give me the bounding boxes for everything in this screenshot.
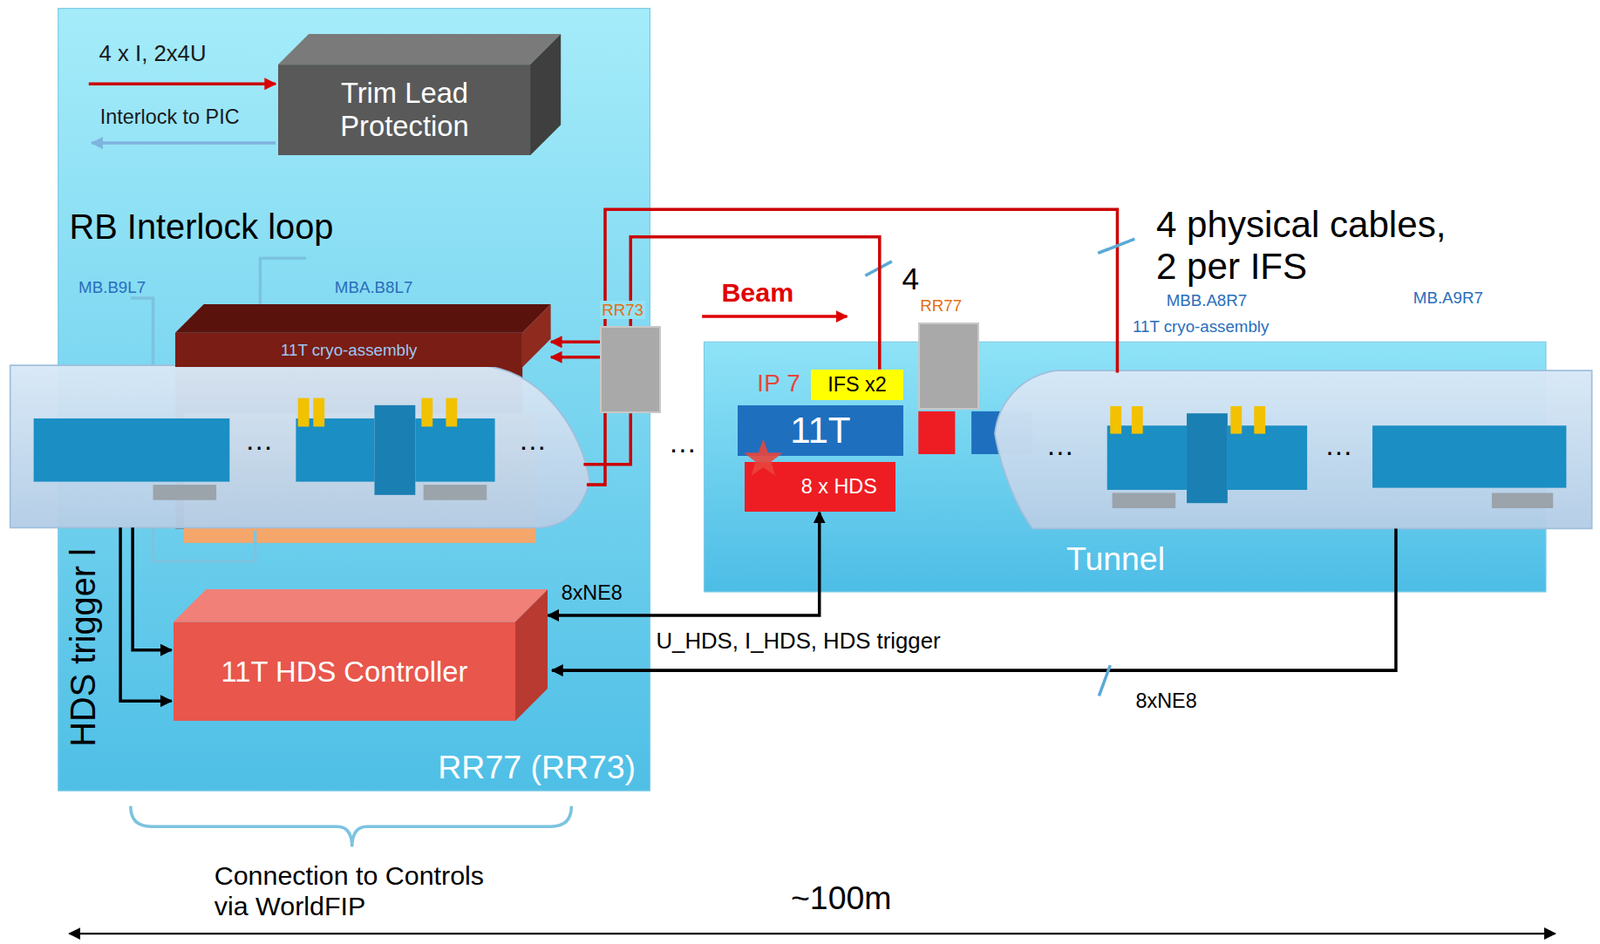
hds-box: 8 x HDS [744, 462, 896, 512]
side-face [531, 34, 562, 156]
magnet [34, 418, 231, 483]
bracket [130, 806, 572, 848]
bundle-tick [1098, 665, 1110, 696]
input-arrow [88, 81, 276, 86]
pad [1131, 406, 1144, 435]
dimension-line [69, 932, 1556, 935]
magnet [1227, 425, 1308, 491]
pad [313, 398, 325, 428]
interlock-loop-line [259, 258, 307, 307]
magnet [1372, 425, 1566, 488]
pad [298, 398, 310, 428]
support [1112, 492, 1177, 509]
magnet-interconnect [1186, 413, 1228, 504]
star-marker [743, 438, 783, 476]
annotation-label: Interlock to PIC [100, 105, 240, 130]
cryostat-shape [994, 370, 1593, 529]
annotation-label: Connection to Controls via WorldFIP [214, 860, 501, 922]
top-face [278, 34, 561, 65]
annotation-label: MBA.B8L7 [334, 278, 413, 298]
support [1491, 492, 1553, 509]
annotation-label: ~100m [790, 879, 892, 918]
annotation-label: 4 physical cables, 2 per IFS [1156, 204, 1463, 289]
connector [630, 237, 880, 370]
cryostat-shape [10, 365, 591, 528]
tunnel-region: Tunnel IFS x2 11T8 x HDS [703, 341, 1546, 593]
pad [1253, 406, 1266, 435]
annotation-label: RB Interlock loop [69, 207, 334, 248]
magnet-box: 11T [737, 405, 904, 457]
node-label: 8 x HDS [744, 462, 896, 512]
side-face [515, 589, 548, 722]
support [153, 484, 218, 501]
signal-line [551, 528, 1396, 671]
magnet [415, 418, 495, 483]
node-label: 11T [737, 405, 904, 457]
annotation-label: U_HDS, I_HDS, HDS trigger [655, 628, 940, 655]
top-face [175, 304, 552, 334]
node-label: Tunnel [1066, 540, 1165, 579]
node-label: IFS x2 [810, 369, 903, 401]
vertical-label: HDS trigger l [63, 548, 104, 748]
left-cryostat [10, 365, 591, 528]
annotation-label: 11T cryo-assembly [1132, 317, 1269, 337]
magnet-interconnect [374, 405, 416, 496]
output-arrow [91, 141, 276, 145]
annotation-label: MB.A9R7 [1413, 288, 1484, 308]
pad [1230, 406, 1242, 435]
signal-line [132, 527, 171, 650]
bundle-tick [1097, 238, 1135, 253]
annotation-label: … [1046, 428, 1076, 463]
pad [421, 398, 433, 428]
annotation-label: IP 7 [756, 369, 800, 398]
node-label: RR77 (RR73) [437, 748, 636, 787]
connector [551, 355, 600, 360]
node-label: Trim Lead Protection [278, 64, 531, 156]
right-cryostat [994, 370, 1593, 529]
magnet [1107, 425, 1187, 491]
protection-box: Trim Lead Protection [278, 34, 561, 156]
node-label: 11T cryo-assembly [175, 333, 523, 368]
pad [445, 398, 457, 428]
annotation-label: MB.B9L7 [78, 278, 146, 298]
annotation-label: MBB.A8R7 [1166, 291, 1248, 311]
annotation-label: … [1324, 428, 1354, 463]
pad [1109, 406, 1122, 435]
annotation-label: … [668, 426, 698, 460]
cable [586, 209, 1118, 485]
top-face [173, 589, 548, 622]
cable [583, 413, 631, 465]
ifs-box: IFS x2 [810, 369, 903, 401]
annotation-label: Beam [721, 277, 794, 308]
rack-box: RR77 [918, 322, 980, 411]
annotation-label: 8xNE8 [1136, 689, 1198, 714]
red-component [918, 411, 955, 455]
rack-box: RR73 [599, 326, 661, 413]
magnet [295, 418, 375, 483]
front-face [173, 622, 516, 722]
support [423, 484, 488, 501]
node-label: RR77 [918, 296, 964, 316]
node-label: 11T HDS Controller [173, 622, 516, 722]
beam-arrow [701, 314, 847, 319]
front-face [175, 332, 523, 368]
signal-line [120, 527, 172, 702]
controller-box: 11T HDS Controller [173, 589, 548, 722]
front-face [278, 64, 531, 156]
side-face [522, 304, 552, 368]
connector [547, 512, 819, 616]
connector-label: 8xNE8 [561, 581, 623, 606]
annotation-label: … [518, 423, 548, 457]
connector [551, 340, 600, 345]
annotation-label: 4 x I, 2x4U [99, 40, 207, 68]
annotation-label: … [245, 423, 274, 457]
annotation-label: 4 [902, 261, 920, 297]
cryo-assembly-box: 11T cryo-assembly [175, 304, 552, 368]
node-label: RR73 [599, 300, 646, 320]
